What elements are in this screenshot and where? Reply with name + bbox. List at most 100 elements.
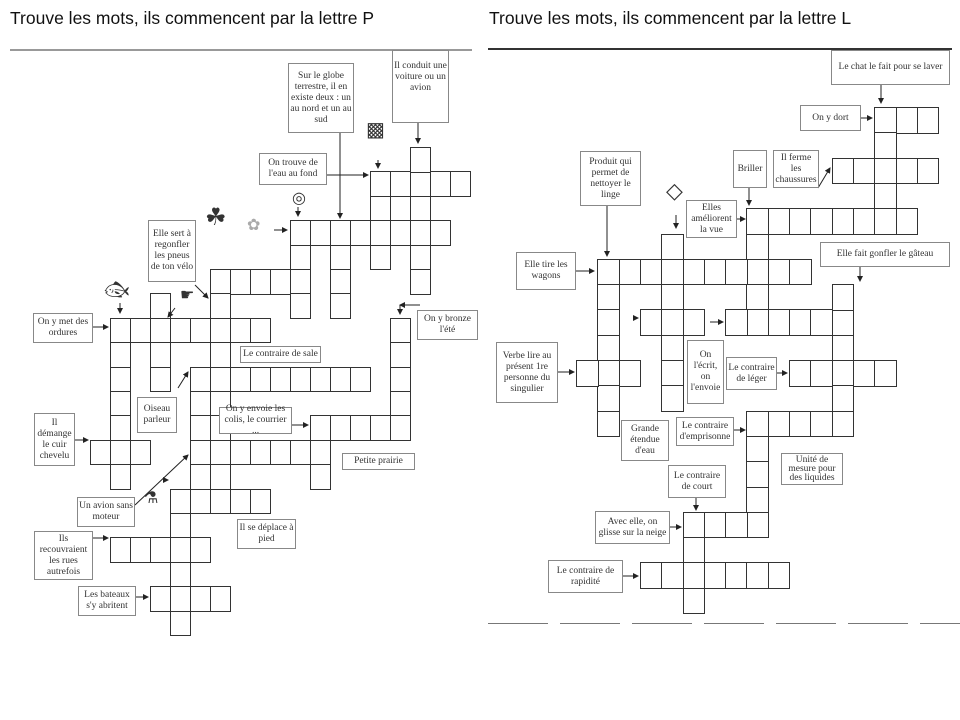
clue-box: Oiseau parleur: [137, 397, 177, 433]
grid-cell[interactable]: [618, 360, 642, 387]
clue-box: Le contraire de rapidité: [548, 560, 623, 593]
butterfly-icon: ✿: [247, 217, 261, 234]
grid-cell[interactable]: [310, 464, 332, 490]
grid-cell[interactable]: [661, 562, 684, 589]
clue-box: Elle sert à regonfler les pneus de ton v…: [148, 220, 196, 282]
clue-box: Grande étendue d'eau: [621, 420, 669, 461]
grid-cell[interactable]: [110, 464, 132, 490]
right-title-divider: [488, 48, 952, 50]
grid-cell[interactable]: [810, 360, 833, 387]
jar-icon: ▩: [366, 119, 385, 141]
clue-box: Le contraire d'emprisonne: [676, 417, 734, 446]
clue-arrow: [167, 307, 176, 318]
grid-cell[interactable]: [661, 233, 684, 261]
grid-cell[interactable]: [390, 220, 412, 246]
palm-tree-icon: ☘: [205, 205, 227, 231]
clue-box: Briller: [733, 150, 767, 188]
clue-box: Ils recouvraient les rues autrefois: [34, 531, 93, 580]
grid-cell[interactable]: [370, 244, 392, 271]
clue-box: Il conduit une voiture ou un avion: [392, 50, 449, 123]
grid-cell[interactable]: [874, 360, 897, 387]
grid-cell[interactable]: [597, 410, 620, 438]
clue-box: Le contraire de court: [668, 465, 726, 498]
grid-cell[interactable]: [410, 269, 432, 295]
grid-cell[interactable]: [250, 488, 272, 515]
grid-cell[interactable]: [130, 439, 152, 466]
right-puzzle-title: Trouve les mots, ils commencent par la l…: [489, 8, 852, 28]
clue-arrow: [194, 284, 209, 299]
grid-cell[interactable]: [639, 309, 663, 336]
grid-cell[interactable]: [190, 317, 212, 344]
grid-cell[interactable]: [682, 309, 706, 336]
left-title-divider: [10, 49, 472, 51]
grid-cell[interactable]: [725, 511, 748, 539]
clue-box: Petite prairie: [342, 453, 415, 470]
grid-cell[interactable]: [250, 317, 272, 344]
grid-cell[interactable]: [852, 157, 876, 185]
grid-cell[interactable]: [916, 157, 940, 185]
bottom-divider: [488, 623, 960, 624]
grid-cell[interactable]: [150, 366, 172, 393]
grid-cell[interactable]: [150, 586, 172, 612]
clue-box: Elles améliorent la vue: [686, 200, 737, 238]
grid-cell[interactable]: [190, 488, 212, 515]
fish-icon: 🐟︎: [104, 279, 130, 301]
clue-box: Les bateaux s'y abritent: [78, 586, 136, 616]
left-puzzle-title: Trouve les mots, ils commencent par la l…: [10, 8, 375, 28]
clue-box: Il démange le cuir chevelu: [34, 413, 75, 466]
clue-box: On y bronze l'été: [417, 310, 478, 340]
grid-cell[interactable]: [150, 537, 172, 564]
clue-box: Verbe lire au présent 1re personne du si…: [496, 342, 558, 403]
clue-box: On y met des ordures: [33, 313, 93, 343]
grid-cell[interactable]: [190, 537, 212, 564]
clue-box: Le contraire de sale: [240, 346, 321, 363]
grid-cell[interactable]: [370, 415, 392, 442]
grid-cell[interactable]: [831, 284, 855, 311]
grid-cell[interactable]: [290, 439, 312, 466]
grid-cell[interactable]: [210, 586, 232, 612]
clue-box: Le chat le fait pour se laver: [831, 50, 950, 85]
grid-cell[interactable]: [350, 366, 372, 393]
clue-box: Le contraire de léger: [726, 357, 777, 390]
clue-box: Elle tire les wagons: [516, 252, 576, 290]
clue-box: Il ferme les chaussures: [773, 150, 819, 188]
grid-cell[interactable]: [725, 309, 748, 336]
grid-cell[interactable]: [789, 258, 812, 286]
tire-icon: ◎: [292, 190, 306, 207]
clue-box: On y envoie les colis, le courrier ...: [219, 404, 292, 436]
grid-cell[interactable]: [410, 147, 432, 173]
clue-arrow: [134, 454, 189, 506]
grid-cell[interactable]: [90, 439, 112, 466]
clue-box: Avec elle, on glisse sur la neige: [595, 511, 670, 544]
clue-box: Elle fait gonfler le gâteau: [820, 242, 950, 267]
clue-box: On l'écrit, on l'envoie: [687, 340, 724, 404]
diamond-icon: ◇: [666, 178, 683, 203]
grid-cell[interactable]: [916, 107, 940, 134]
clue-box: Sur le globe terrestre, il en existe deu…: [288, 63, 354, 133]
grid-cell[interactable]: [170, 610, 192, 637]
hand-icon: ☛: [180, 287, 195, 304]
grid-cell[interactable]: [682, 587, 706, 615]
clue-arrow: [177, 371, 189, 389]
grid-cell[interactable]: [290, 293, 312, 320]
clue-box: Produit qui permet de nettoyer le linge: [580, 151, 641, 206]
grid-cell[interactable]: [330, 293, 352, 320]
clue-box: Un avion sans moteur: [77, 497, 135, 527]
oil-can-icon: ⚗: [144, 490, 159, 507]
grid-cell[interactable]: [767, 562, 791, 589]
clue-box: Il se déplace à pied: [237, 519, 296, 549]
clue-box: On trouve de l'eau au fond: [259, 153, 327, 185]
grid-cell[interactable]: [150, 293, 172, 320]
grid-cell[interactable]: [810, 410, 833, 438]
grid-cell[interactable]: [852, 208, 876, 235]
grid-cell[interactable]: [430, 220, 452, 246]
grid-cell[interactable]: [450, 171, 472, 198]
grid-cell[interactable]: [661, 385, 684, 412]
grid-cell[interactable]: [270, 269, 292, 295]
grid-cell[interactable]: [350, 220, 372, 246]
grid-cell[interactable]: [576, 360, 599, 387]
grid-cell[interactable]: [725, 258, 748, 286]
clue-box: On y dort: [800, 105, 861, 131]
grid-cell[interactable]: [895, 208, 919, 235]
